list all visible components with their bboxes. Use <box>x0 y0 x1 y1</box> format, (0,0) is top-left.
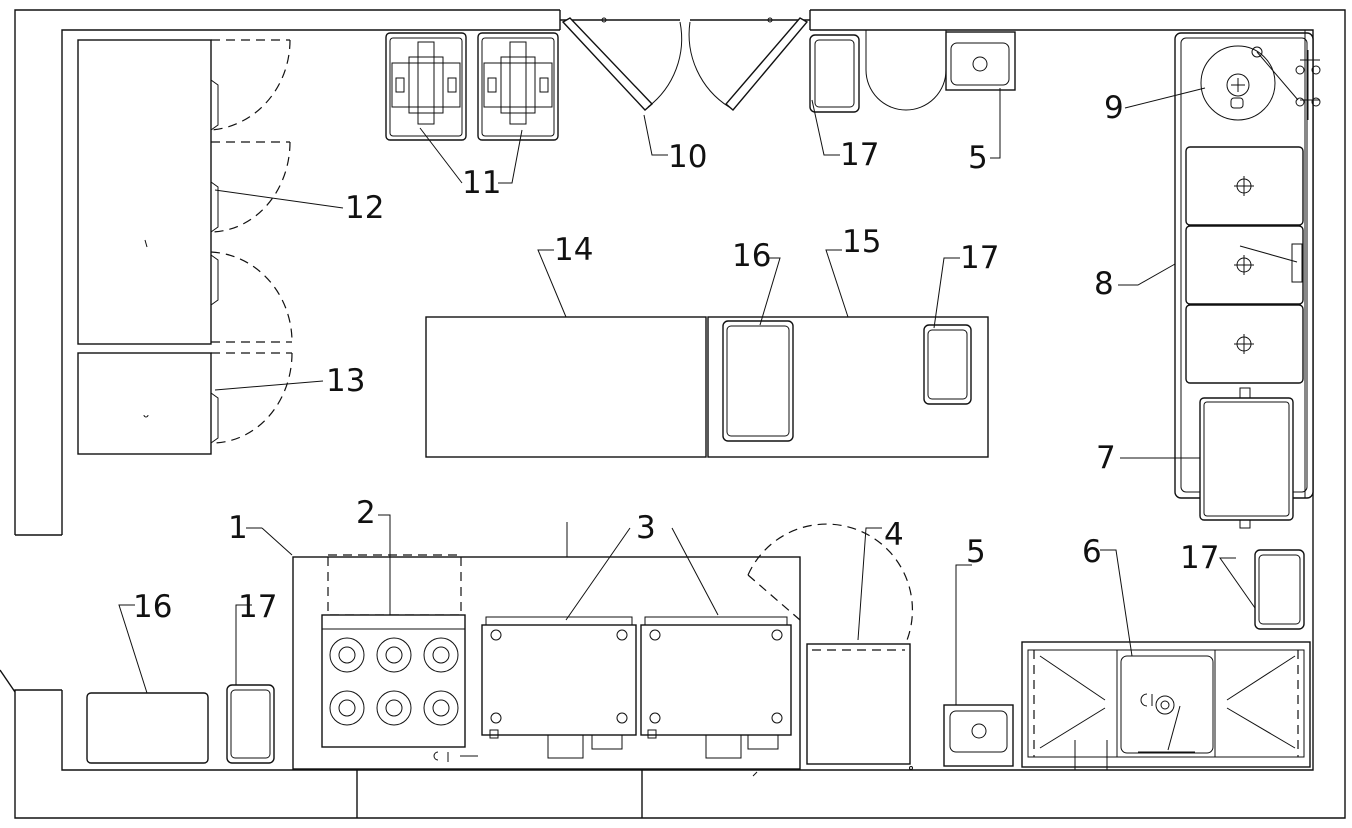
walk-in-cooler <box>77 39 293 455</box>
unit-11a <box>385 32 467 141</box>
bottom-left-equipment <box>86 684 275 764</box>
center-island <box>425 316 989 458</box>
label-17-island: 17 <box>960 240 999 276</box>
top-equipment <box>809 30 1016 113</box>
number-labels: 1 2 3 4 5 5 6 7 8 9 10 11 12 13 14 15 16… <box>133 90 1219 625</box>
unit-11b <box>477 32 559 141</box>
label-7: 7 <box>1096 440 1116 476</box>
label-13: 13 <box>326 363 365 399</box>
label-17-bottom: 17 <box>238 589 277 625</box>
label-5-top: 5 <box>968 140 988 176</box>
label-15: 15 <box>842 224 881 260</box>
label-12: 12 <box>345 190 384 226</box>
label-3: 3 <box>636 510 656 546</box>
label-16-island: 16 <box>732 238 771 274</box>
label-10: 10 <box>668 139 707 175</box>
label-5-bottom: 5 <box>966 534 986 570</box>
label-9: 9 <box>1104 90 1124 126</box>
range-burners <box>329 637 459 726</box>
label-2: 2 <box>356 495 376 531</box>
equipment-11 <box>385 32 559 141</box>
label-1: 1 <box>228 510 248 546</box>
equipment-4 <box>747 523 914 777</box>
unit-3a <box>481 616 637 759</box>
double-door-10 <box>560 17 810 111</box>
label-11: 11 <box>462 165 501 201</box>
label-16-bottom: 16 <box>133 589 172 625</box>
label-17-top: 17 <box>840 137 879 173</box>
cook-line <box>292 522 801 770</box>
leader-lines <box>118 87 1256 705</box>
unit-3b <box>640 616 792 759</box>
label-8: 8 <box>1094 266 1114 302</box>
walls <box>0 9 1346 819</box>
label-6: 6 <box>1082 534 1102 570</box>
label-14: 14 <box>554 232 593 268</box>
bottom-right-equipment <box>943 549 1311 770</box>
label-4: 4 <box>884 517 904 553</box>
right-wall-equipment <box>1174 30 1321 529</box>
label-17-right: 17 <box>1180 540 1219 576</box>
